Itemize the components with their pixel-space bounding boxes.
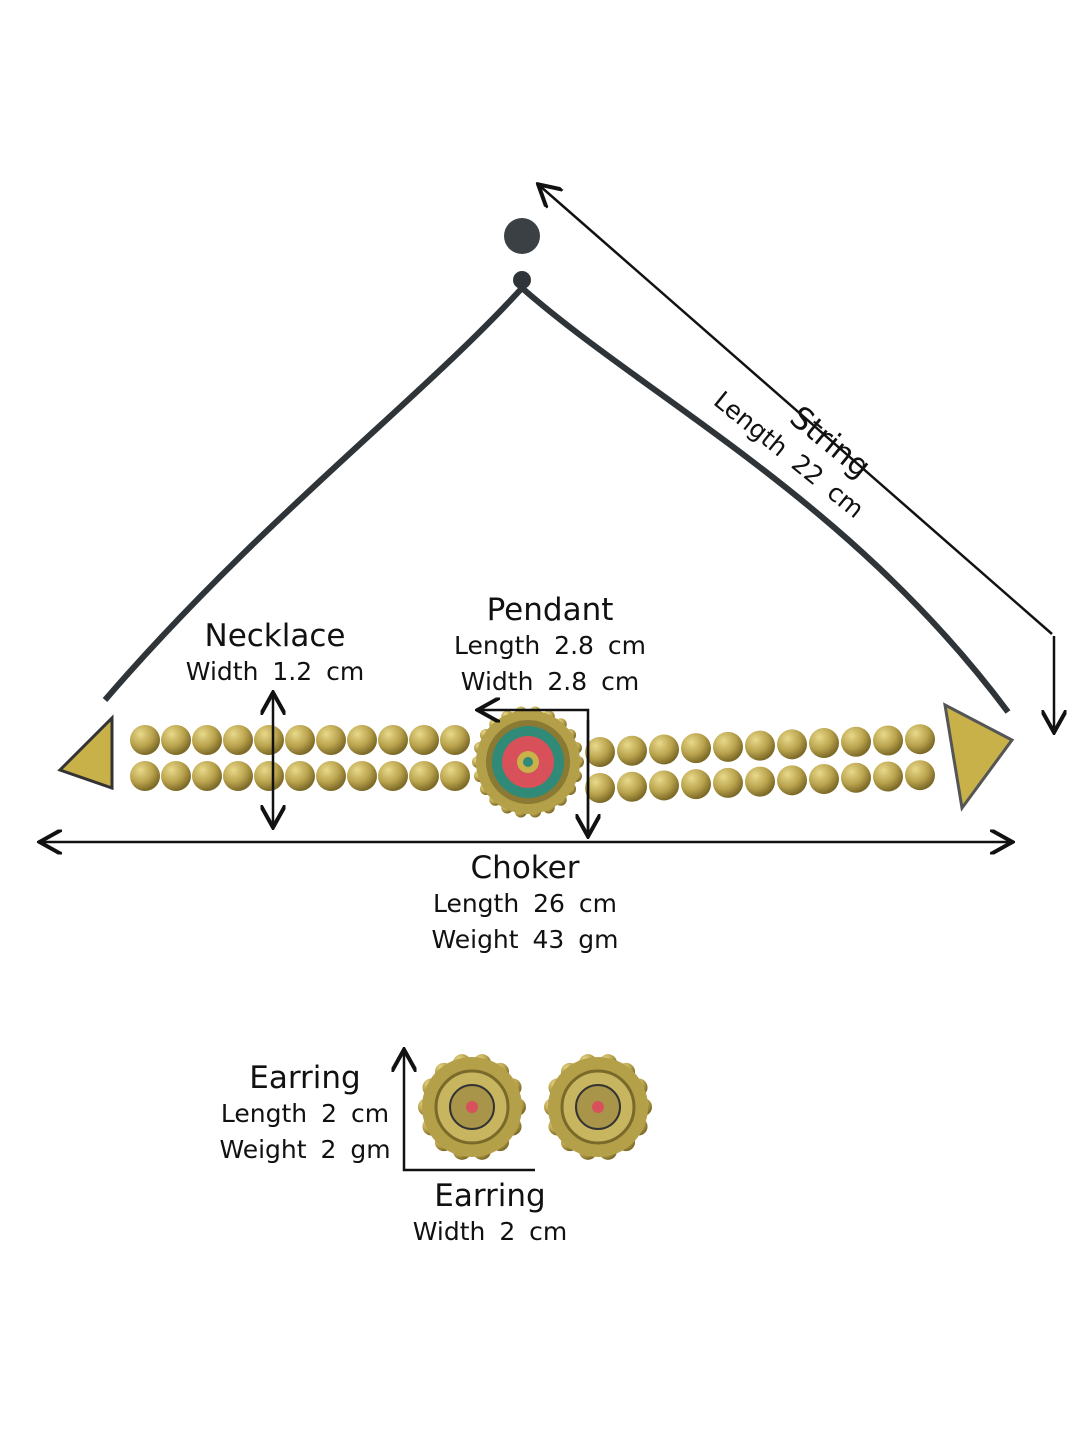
earring-width: Width 2 cm [412,1217,568,1246]
earring-weight: Weight 2 gm [219,1135,391,1164]
bead [347,761,377,791]
bead [161,725,191,755]
string-length-arrow [540,186,1053,635]
bead [745,766,775,797]
left-end-cap [57,714,114,791]
choker-label: Choker Length 26 cm Weight 43 gm [410,850,640,958]
bead [161,761,191,791]
earring-left [422,1057,522,1157]
bead [254,761,284,791]
earring-title: Earring [249,1060,361,1096]
bead [254,725,284,755]
bead [347,725,377,755]
pendant-width: Width 2.8 cm [460,667,640,696]
bead [905,760,935,791]
bead [905,724,935,755]
bead [873,725,903,756]
bead [681,733,711,764]
bead [440,725,470,755]
bead [409,725,439,755]
choker-title: Choker [470,850,580,886]
bead [713,731,743,762]
pendant-length: Length 2.8 cm [454,631,646,660]
bead [378,725,408,755]
bead [809,764,839,795]
bead [841,726,871,757]
necklace-width: Width 1.2 cm [185,657,365,686]
bead [649,770,679,801]
bead [617,735,647,766]
earring-length: Length 2 cm [220,1099,390,1128]
bead [809,728,839,759]
bead [223,725,253,755]
bead [285,761,315,791]
earring-right [548,1057,648,1157]
cord-slider-bead [513,271,531,289]
bead [617,771,647,802]
earring-width-label: Earring Width 2 cm [390,1178,590,1250]
pendant-title: Pendant [486,592,614,628]
bead [130,725,160,755]
choker-weight: Weight 43 gm [431,925,619,954]
bead [873,761,903,792]
bead [285,725,315,755]
bead [223,761,253,791]
bead [777,765,807,796]
cord-stopper-bead [504,218,540,254]
right-end-cap [943,702,1015,812]
bead [745,730,775,761]
choker-length: Length 26 cm [432,889,618,918]
bead [409,761,439,791]
bead [192,725,222,755]
bead [649,734,679,765]
bead [192,761,222,791]
bead [130,761,160,791]
black-cord [102,285,1011,714]
pendant-label: Pendant Length 2.8 cm Width 2.8 cm [440,592,660,700]
pendant [476,710,580,814]
bead [841,762,871,793]
bead [681,769,711,800]
necklace-label: Necklace Width 1.2 cm [170,618,380,690]
necklace-title: Necklace [204,618,346,654]
bead [440,761,470,791]
earring-width-title: Earring [434,1178,546,1214]
earring-length-label: Earring Length 2 cm Weight 2 gm [205,1060,405,1168]
bead [378,761,408,791]
bead [316,761,346,791]
earring-length-arrow [404,1052,535,1172]
bead [316,725,346,755]
bead [585,773,615,803]
bead [713,767,743,798]
bead [585,737,615,767]
bead [777,729,807,760]
